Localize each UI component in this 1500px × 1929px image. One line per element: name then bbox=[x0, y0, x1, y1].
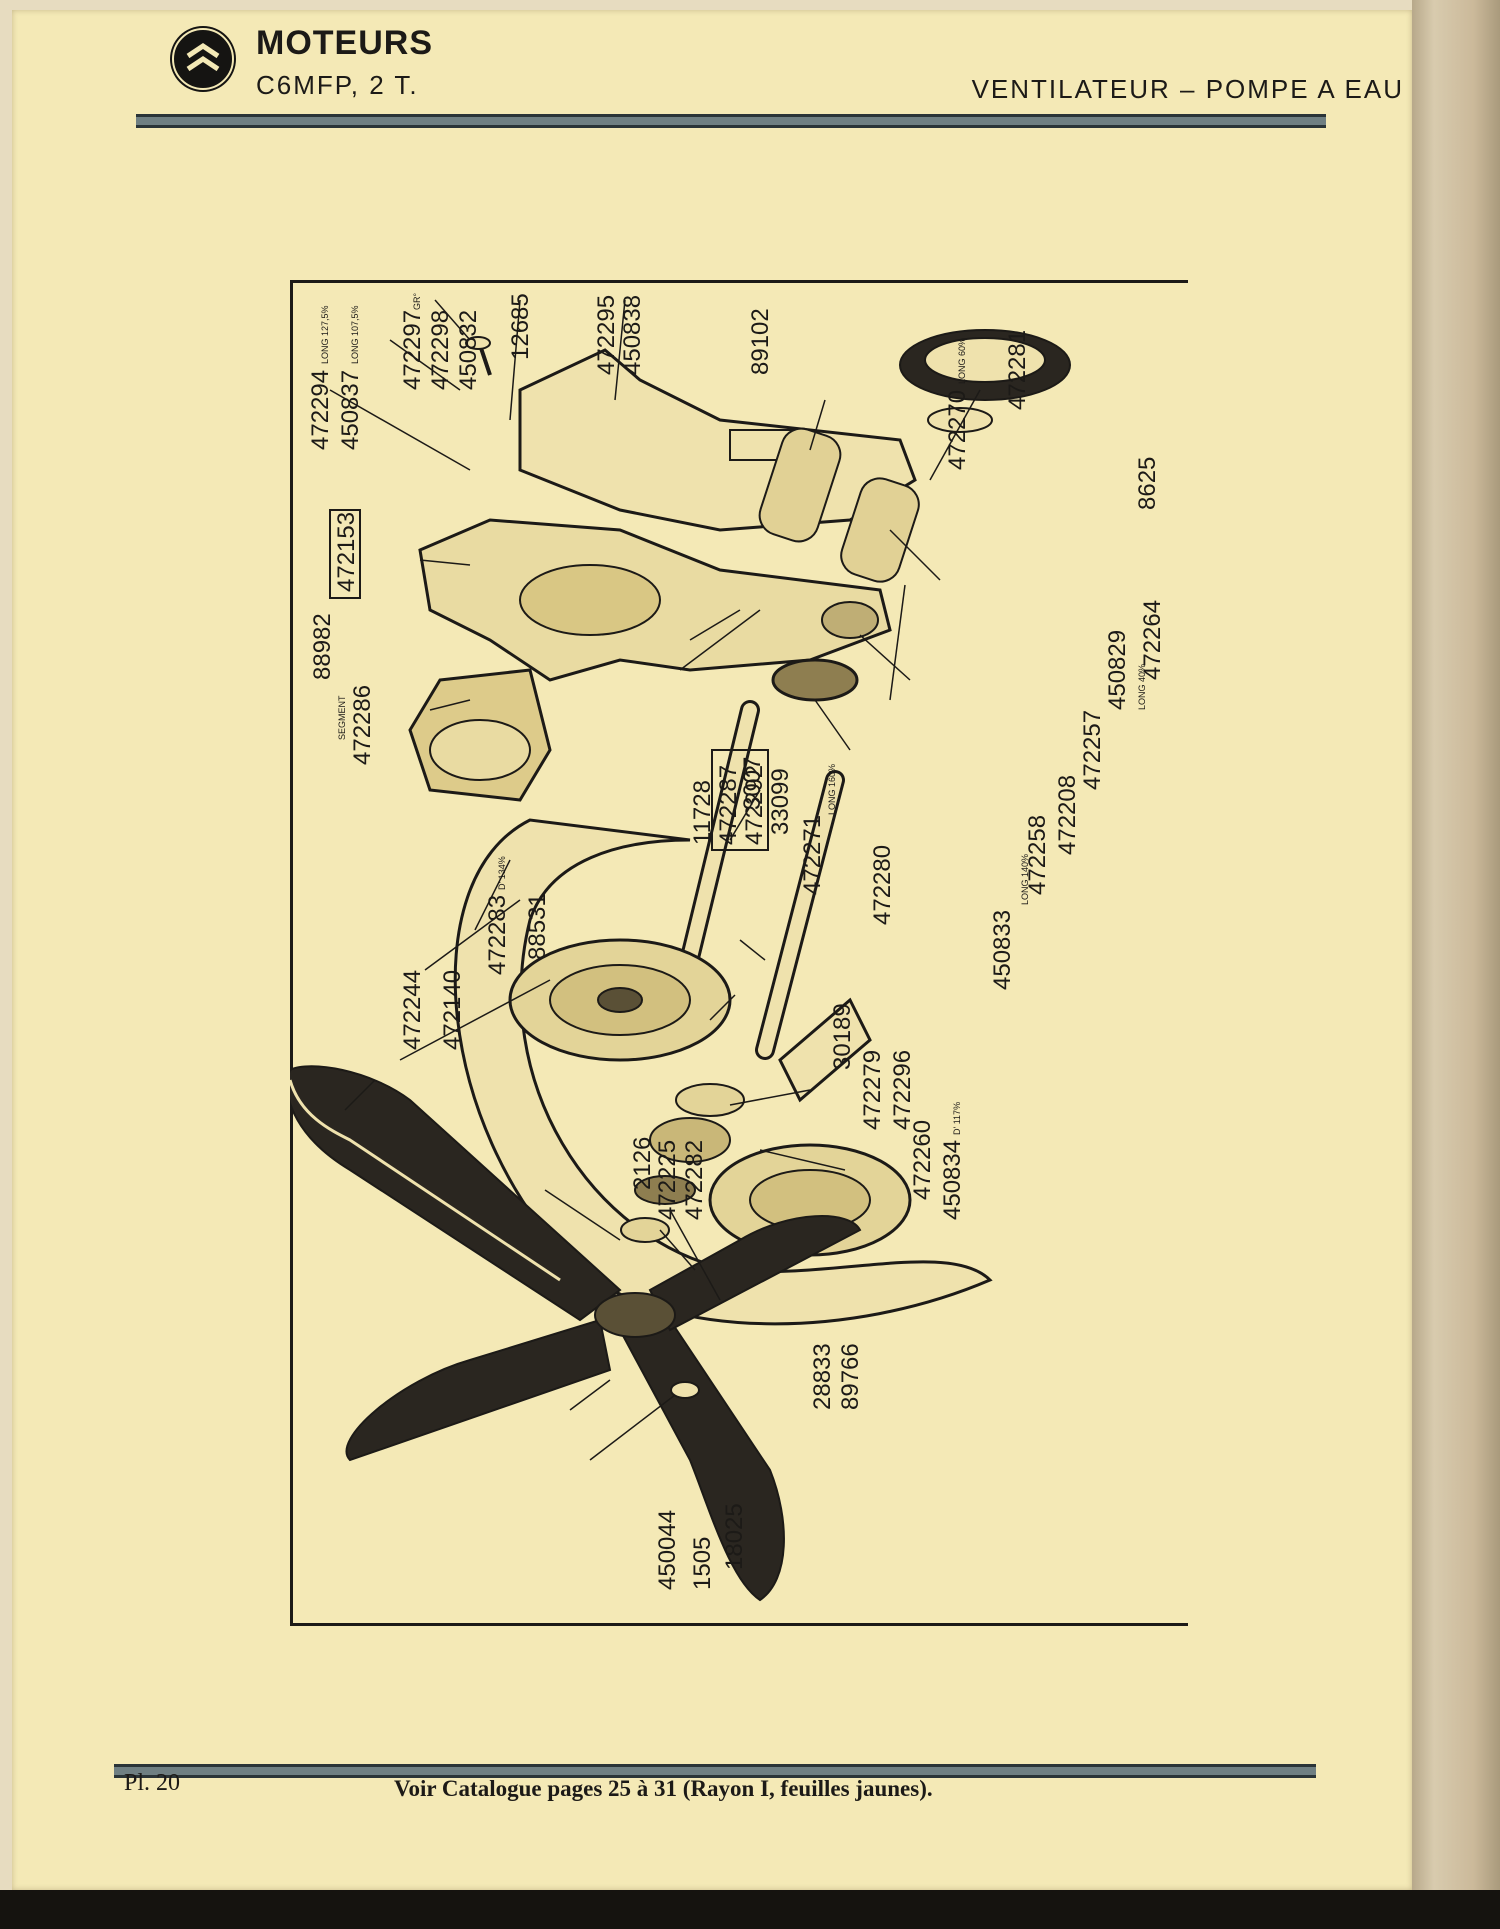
book-binding bbox=[1412, 0, 1500, 1929]
part-label: 472258 bbox=[1024, 815, 1051, 895]
part-label: 472279 bbox=[859, 1050, 886, 1130]
exploded-diagram: 472294 LONG 127,5% 450837 LONG 107,5% 47… bbox=[290, 293, 1166, 1602]
part-label: 2126 bbox=[629, 1137, 656, 1190]
part-label: 89766 bbox=[837, 1343, 864, 1410]
part-note: LONG 140% bbox=[1020, 854, 1030, 905]
part-label: 472140 bbox=[439, 970, 466, 1050]
part-note: GR° bbox=[412, 293, 422, 311]
part-label: 472292 bbox=[741, 765, 768, 845]
fan-blade-lower bbox=[618, 1318, 785, 1602]
engine-model: C6MFP, 2 T. bbox=[256, 70, 419, 100]
part-label: 12685 bbox=[507, 293, 534, 360]
part-label: 472225 bbox=[654, 1140, 681, 1220]
part-note: LONG 127,5% bbox=[320, 305, 330, 364]
part-label: 450829 bbox=[1104, 630, 1131, 710]
section-title: VENTILATEUR – POMPE A EAU bbox=[971, 74, 1404, 104]
fan-washer bbox=[670, 1381, 700, 1399]
scan-edge bbox=[0, 1890, 1500, 1929]
part-label: 450044 bbox=[654, 1510, 681, 1590]
part-label: 8625 bbox=[1134, 457, 1161, 510]
bushing-lower bbox=[840, 477, 920, 583]
part-label: 450833 bbox=[989, 910, 1016, 990]
part-labels: 472294 LONG 127,5% 450837 LONG 107,5% 47… bbox=[307, 293, 1166, 1591]
fan-blade-right bbox=[648, 1215, 862, 1332]
fan-belt bbox=[453, 818, 993, 1326]
part-label: 450838 bbox=[619, 295, 646, 375]
leader-lines bbox=[329, 299, 981, 1461]
part-label: 11728 bbox=[689, 780, 716, 845]
footer-rule bbox=[114, 1764, 1316, 1778]
part-note: D' 117% bbox=[952, 1102, 962, 1135]
citroen-logo-icon bbox=[170, 26, 236, 92]
part-label: 33099 bbox=[767, 768, 794, 835]
screw bbox=[478, 344, 492, 376]
label-box bbox=[329, 509, 361, 599]
part-label: 450832 bbox=[455, 310, 482, 390]
fan-hub bbox=[594, 1292, 676, 1338]
part-note: D' 134% bbox=[497, 856, 507, 890]
part-label: 472264 bbox=[1139, 600, 1166, 680]
part-label: 472208 bbox=[1054, 775, 1081, 855]
part-label: 472297 bbox=[399, 310, 426, 390]
part-label: 472287 bbox=[715, 765, 742, 845]
packing-nut bbox=[821, 601, 879, 639]
bushing-upper bbox=[758, 427, 842, 543]
hub-nut bbox=[620, 1217, 670, 1243]
catalogue-page bbox=[12, 10, 1412, 1890]
fan-blade-left bbox=[345, 1318, 612, 1462]
page-title: MOTEURS bbox=[256, 24, 433, 62]
part-label: 28833 bbox=[809, 1343, 836, 1410]
part-label: 472270 bbox=[944, 390, 971, 470]
part-label: 88531 bbox=[524, 893, 551, 960]
part-label: 472281 bbox=[1004, 330, 1031, 410]
catalogue-reference: Voir Catalogue pages 25 à 31 (Rayon I, f… bbox=[394, 1776, 933, 1801]
part-label: 472298 bbox=[427, 310, 454, 390]
gland-nut bbox=[771, 658, 859, 702]
part-label: 450834 bbox=[939, 1140, 966, 1220]
part-label: 472286 bbox=[349, 685, 376, 765]
part-label: 30189 bbox=[829, 1003, 856, 1070]
part-label: 472296 bbox=[889, 1050, 916, 1130]
part-label: 472260 bbox=[909, 1120, 936, 1200]
header-rule bbox=[136, 114, 1326, 128]
outlet-mouth bbox=[429, 719, 531, 781]
spacer bbox=[634, 1175, 696, 1205]
bearing bbox=[675, 1083, 745, 1117]
part-label: 472294 bbox=[307, 370, 334, 450]
part-label: 472280 bbox=[869, 845, 896, 925]
impeller-hub bbox=[924, 337, 1046, 383]
part-note: LONG 107,5% bbox=[350, 305, 360, 364]
part-label: 472244 bbox=[399, 970, 426, 1050]
part-note: LONG 60% bbox=[957, 338, 967, 384]
washer bbox=[927, 407, 993, 433]
diagram-frame bbox=[290, 280, 1188, 1626]
part-note: LONG 160% bbox=[827, 764, 837, 815]
part-label: 88982 bbox=[309, 613, 336, 680]
label-box bbox=[711, 749, 769, 851]
part-label: 472153 bbox=[333, 512, 360, 592]
part-label: 3007 bbox=[739, 757, 766, 810]
part-label: 450837 bbox=[337, 370, 364, 450]
part-label: 472283 bbox=[484, 895, 511, 975]
plate-number: Pl. 20 bbox=[124, 1770, 181, 1796]
cover-plate bbox=[518, 348, 917, 532]
part-note: LONG 40% bbox=[1137, 664, 1147, 710]
ball-bearing bbox=[649, 1117, 731, 1163]
part-label: 89102 bbox=[747, 308, 774, 375]
part-label: 18025 bbox=[721, 1503, 748, 1570]
belt-end bbox=[778, 997, 872, 1103]
part-label: 1505 bbox=[689, 1537, 716, 1590]
part-note: SEGMENT bbox=[337, 695, 347, 740]
part-label: 472271 bbox=[799, 815, 826, 895]
housing-bore bbox=[519, 564, 661, 636]
part-label: 472257 bbox=[1079, 710, 1106, 790]
part-label: 472295 bbox=[593, 295, 620, 375]
part-label: 472282 bbox=[681, 1140, 708, 1220]
